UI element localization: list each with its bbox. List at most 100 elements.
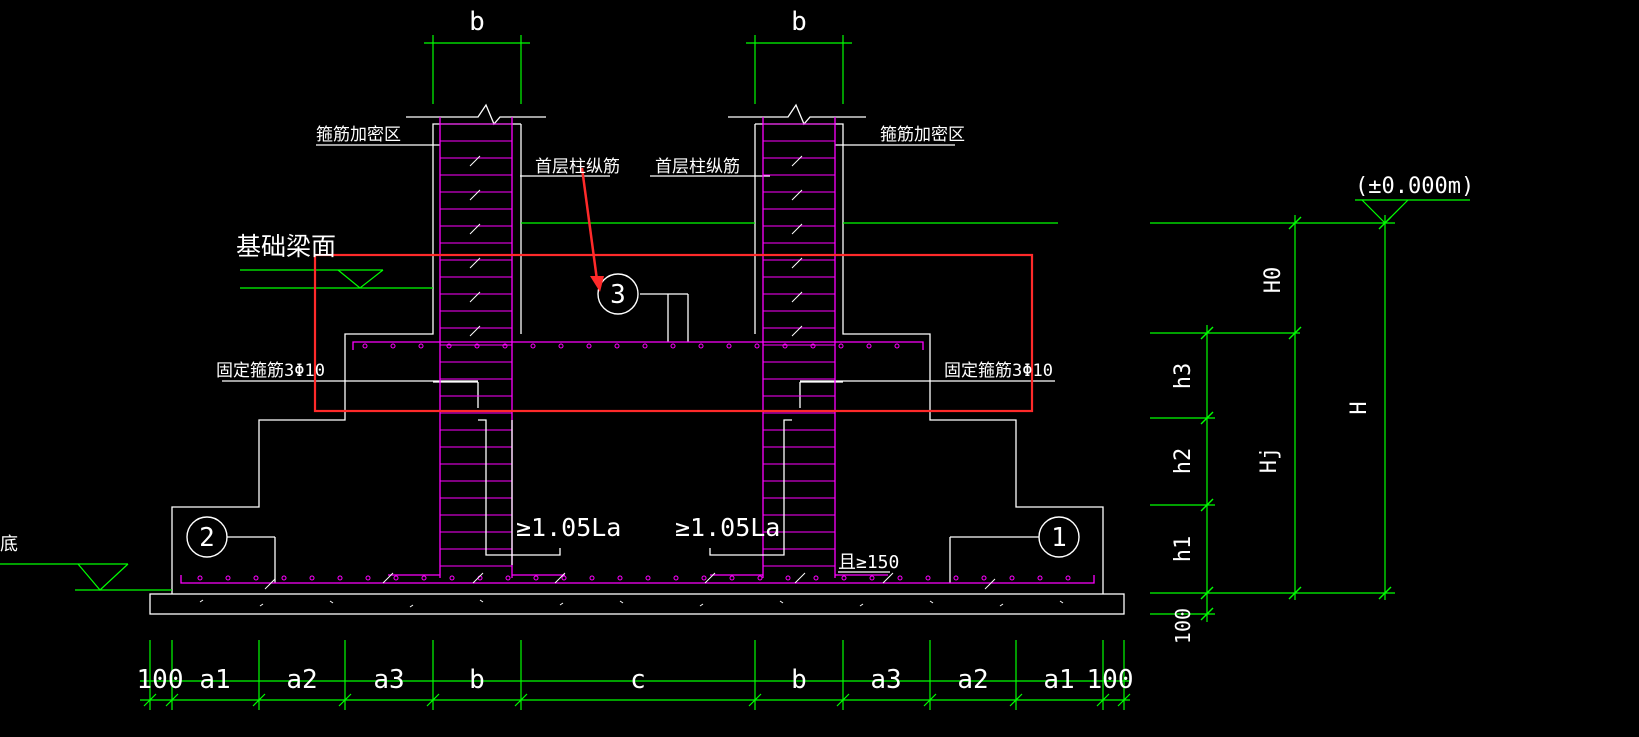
rebar-dot [502,343,508,349]
highlight-box [313,253,1034,413]
rdim-h1: h1 [1171,536,1196,563]
rebar-dot [421,575,427,581]
rebar-dot [589,575,595,581]
rebar-dot [673,575,679,581]
rebar-dot [726,343,732,349]
bdim-label: b [469,665,485,695]
callout-2-circle [186,516,228,558]
bdim-label: b [791,665,807,695]
bar-tick [791,325,803,337]
concrete-texture [199,599,1064,608]
highlight [313,167,1034,413]
top-beam-bar [352,341,924,350]
foundation-outline [149,103,1125,615]
label-base: 基底 [0,534,18,555]
bar-tick [791,223,803,235]
rebar-dot [309,575,315,581]
rebar-dot [869,575,875,581]
rebar-dot [782,343,788,349]
label-elevation: (±0.000m) [1355,174,1474,199]
rebar-dot [894,343,900,349]
bdim-tick [923,693,937,707]
rebar-dot [446,343,452,349]
rebar-dot [866,343,872,349]
rebar-dot [530,343,536,349]
bdim-tick [1096,693,1110,707]
callout-3-text: 3 [610,280,626,310]
rebar-dot [981,575,987,581]
rdim-tick [1200,498,1214,512]
bar-tick [469,189,481,201]
bdim-label: a2 [957,665,988,695]
label-hook: 且≥150 [838,552,899,573]
rebar-dot [813,575,819,581]
rebar-dot [561,575,567,581]
bar-tick [469,257,481,269]
rebar-dot [390,343,396,349]
rebar-dot [586,343,592,349]
bar-tick [791,155,803,167]
bdim-tick [514,693,528,707]
bar-tick [264,578,276,590]
rebar-dot [418,343,424,349]
bottom-dim-labels: 100 a1 a2 a3 b c b a3 a2 a1 100 [137,665,1134,695]
bdim-tick [1009,693,1023,707]
rebar-dot [810,343,816,349]
label-column-bars-left: 首层柱纵筋 [535,157,620,177]
rebar-dot [362,343,368,349]
rebar-dot [838,343,844,349]
break-line-left [406,103,546,126]
rdim-tick [1200,586,1214,600]
rebar-dot [365,575,371,581]
rebar-dot [533,575,539,581]
rebar-dot [953,575,959,581]
bdim-tick [165,693,179,707]
rebar-dot [1009,575,1015,581]
rebar-dot [785,575,791,581]
bar-tick [554,572,566,584]
callout-1-circle [1038,516,1080,558]
rebar-dot [505,575,511,581]
rebar-dot [925,575,931,581]
rebar-dot [225,575,231,581]
rebar-dot [757,575,763,581]
bdim-label: c [630,665,646,695]
highlight-arrow-shaft [580,167,599,281]
bar-tick [791,189,803,201]
rebar-dot [897,575,903,581]
bdim-tick [143,693,157,707]
rebar-dot [698,343,704,349]
bar-tick [382,572,394,584]
label-beam-face: 基础梁面 [236,232,336,261]
break-line-right [728,103,866,126]
bdim-tick [836,693,850,707]
footing-step-left [171,123,521,594]
bar-tick [984,578,996,590]
footing-step-right [755,123,1104,594]
bar-tick [791,257,803,269]
anchorage-bars [478,419,792,565]
bar-tick [469,223,481,235]
rebar-dot [701,575,707,581]
base-slab [149,593,1125,615]
rebar-dot [1065,575,1071,581]
rdim-h: H [1347,401,1372,414]
label-anchor-right: ≥1.05La [675,513,780,542]
beam-face-triangle [337,269,384,289]
rebar-dot [617,575,623,581]
rebar-dot [558,343,564,349]
label-b-top-right: b [791,7,807,37]
dimension-lines [0,35,1470,701]
bdim-label: a3 [373,665,404,695]
callout-3-circle [597,273,639,315]
bdim-tick [252,693,266,707]
rdim-tick [1200,411,1214,425]
bar-tick [704,572,716,584]
label-fixed-stirrups-right: 固定箍筋3Φ10 [944,361,1053,381]
label-column-bars-right: 首层柱纵筋 [655,157,740,177]
bar-tick [882,572,894,584]
rebar-dots [197,343,1071,581]
callout-1-text: 1 [1051,523,1067,553]
rdim-hj: Hj [1257,447,1282,474]
bdim-tick [1117,693,1131,707]
